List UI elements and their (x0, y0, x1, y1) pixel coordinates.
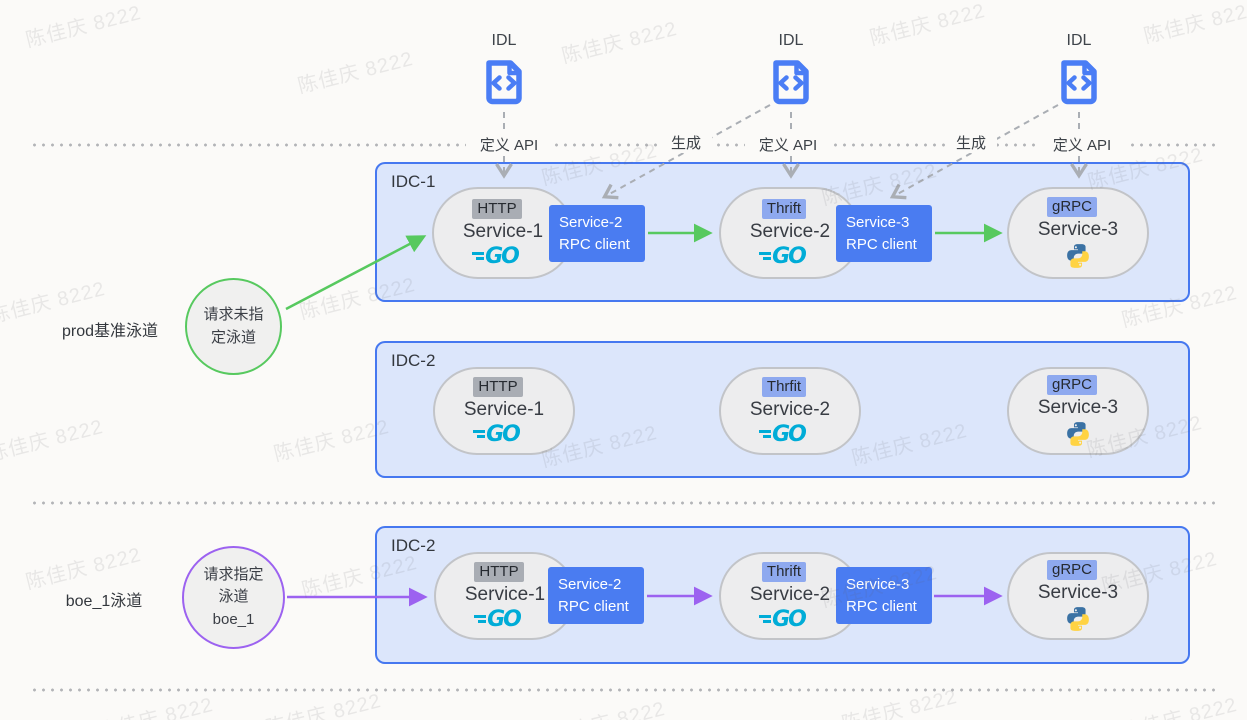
go-logo-icon: GO (473, 421, 521, 447)
go-logo-icon: GO (759, 421, 807, 447)
protocol-badge: gRPC (1046, 196, 1097, 217)
service-node-1: HTTP Service-1 GO (433, 367, 575, 455)
python-logo-icon (1067, 422, 1089, 447)
rpc-client-line: RPC client (559, 235, 630, 253)
request-circle-text: 泳道 (218, 588, 249, 606)
go-logo-icon: GO (759, 243, 807, 269)
lane-divider-middle (30, 501, 1216, 505)
idc-box-label: IDC-2 (391, 536, 436, 555)
go-logo-text: GO (772, 421, 807, 447)
generate-label: 生成 (660, 132, 712, 153)
rpc-client-line: RPC client (846, 597, 917, 615)
idl-title: IDL (1066, 32, 1092, 49)
watermark: 陈佳庆 8222 (23, 1, 144, 52)
idl-title: IDL (778, 32, 804, 49)
lane-label-boe: boe_1泳道 (65, 593, 143, 610)
generate-label: 生成 (945, 132, 997, 153)
rpc-client-box: Service-3 RPC client (836, 205, 932, 262)
define-api-label: 定义 API (1039, 134, 1125, 155)
idl-file-icon (1061, 60, 1097, 105)
service-name: Service-2 (749, 220, 831, 242)
idl-file-icon (773, 60, 809, 105)
go-speed-lines (472, 250, 486, 263)
protocol-badge: HTTP (473, 376, 523, 397)
request-circle-text: 定泳道 (210, 328, 256, 346)
python-logo-icon (1067, 244, 1089, 269)
lane-label-prod: prod基准泳道 (61, 323, 159, 340)
request-circle-text: 请求指定 (203, 565, 264, 583)
service-node-3: gRPC Service-3 (1007, 187, 1149, 279)
go-logo-icon: GO (759, 606, 807, 632)
request-circle-text: boe_1 (212, 610, 255, 628)
go-logo-text: GO (487, 606, 522, 632)
protocol-badge: HTTP (472, 198, 522, 219)
go-logo-text: GO (772, 243, 807, 269)
go-logo-text: GO (772, 606, 807, 632)
go-speed-lines (759, 250, 773, 263)
service-node-3: gRPC Service-3 (1007, 552, 1149, 640)
request-circle-text: 请求未指 (203, 306, 264, 323)
protocol-badge: HTTP (474, 561, 524, 582)
protocol-badge: gRPC (1046, 559, 1097, 580)
rpc-client-box: Service-2 RPC client (549, 205, 645, 262)
go-logo-text: GO (486, 421, 521, 447)
idl-file-icon (486, 60, 522, 105)
go-logo-icon: GO (474, 606, 522, 632)
go-logo-text: GO (485, 243, 520, 269)
go-speed-lines (473, 428, 487, 441)
rpc-client-box: Service-3 RPC client (836, 567, 932, 624)
watermark: 陈佳庆 8222 (839, 685, 960, 720)
watermark: 陈佳庆 8222 (546, 692, 668, 720)
protocol-badge: Thrift (761, 198, 807, 219)
watermark: 陈佳庆 8222 (1141, 0, 1247, 48)
protocol-badge: Thrift (761, 561, 807, 582)
watermark: 陈佳庆 8222 (95, 693, 216, 720)
service-name: Service-1 (464, 583, 546, 605)
rpc-client-line: RPC client (846, 235, 917, 253)
rpc-client-line: RPC client (558, 597, 629, 615)
service-node-3: gRPC Service-3 (1007, 367, 1149, 455)
service-name: Service-2 (749, 583, 831, 605)
rpc-client-line: Service-2 (559, 213, 623, 231)
service-name: Service-3 (1037, 396, 1119, 418)
watermark: 陈佳庆 8222 (295, 47, 416, 98)
idl-title: IDL (491, 32, 517, 49)
service-node-2: Thrfit Service-2 GO (719, 367, 861, 455)
lane-divider-bottom (30, 688, 1216, 692)
watermark: 陈佳庆 8222 (0, 415, 106, 466)
go-logo-icon: GO (472, 243, 520, 269)
protocol-badge: Thrfit (761, 376, 807, 397)
define-api-label: 定义 API (466, 134, 552, 155)
watermark: 陈佳庆 8222 (271, 415, 392, 466)
define-api-label: 定义 API (745, 134, 831, 155)
service-name: Service-1 (462, 220, 544, 242)
service-name: Service-3 (1037, 218, 1119, 240)
watermark: 陈佳庆 8222 (867, 0, 988, 50)
service-name: Service-2 (749, 398, 831, 420)
request-circle-prod: 请求未指 定泳道 (185, 278, 282, 375)
service-node-1: HTTP Service-1 GO (432, 187, 574, 279)
protocol-badge: gRPC (1046, 374, 1097, 395)
service-name: Service-3 (1037, 581, 1119, 603)
request-circle-boe: 请求指定 泳道 boe_1 (182, 546, 285, 649)
watermark: 陈佳庆 8222 (1119, 693, 1240, 720)
go-speed-lines (759, 613, 773, 626)
service-name: Service-1 (463, 398, 545, 420)
rpc-client-box: Service-2 RPC client (548, 567, 644, 624)
rpc-client-line: Service-3 (846, 575, 910, 593)
python-logo-icon (1067, 607, 1089, 632)
watermark: 陈佳庆 8222 (559, 17, 680, 68)
idc-box-label: IDC-2 (391, 351, 436, 370)
go-speed-lines (474, 613, 488, 626)
rpc-client-line: Service-2 (558, 575, 622, 593)
rpc-client-line: Service-3 (846, 213, 910, 231)
idc-box-label: IDC-1 (391, 172, 436, 191)
go-speed-lines (759, 428, 773, 441)
